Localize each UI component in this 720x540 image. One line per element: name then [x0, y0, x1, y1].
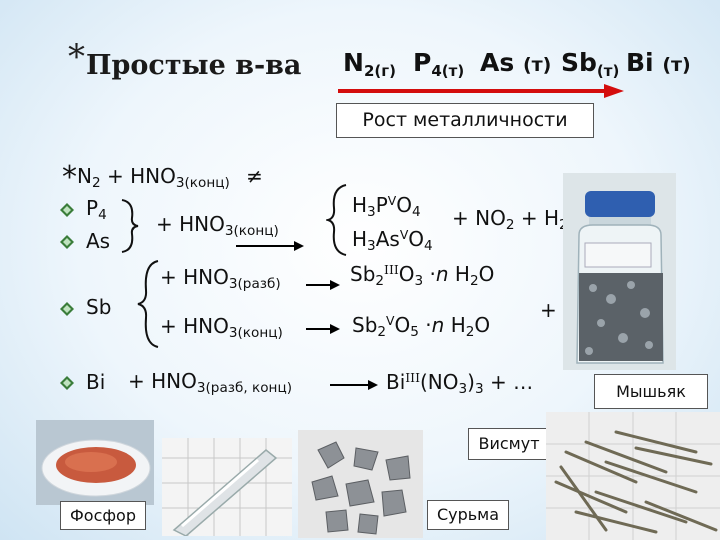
ampoule-image: [162, 438, 292, 536]
arsenic-label: Мышьяк: [594, 374, 708, 409]
needles-image: [546, 412, 720, 540]
acid-dilute: + HNO3(разб): [160, 265, 281, 293]
bullet-icon: [60, 203, 74, 217]
arrow-2: [306, 280, 340, 290]
antimony-photo: [298, 430, 423, 538]
bismuth-label: Висмут: [468, 428, 550, 460]
brace-sb: [137, 260, 159, 348]
antimony-image: [298, 430, 423, 538]
as-label: As: [86, 229, 111, 253]
arrow-1: [236, 241, 304, 251]
sb-label: Sb: [86, 295, 112, 319]
element-sb: Sb(т): [561, 48, 620, 80]
antimony-label: Сурьма: [427, 500, 509, 530]
p4-label: P4: [86, 196, 107, 224]
element-p4: P4(т): [413, 48, 465, 80]
element-n2: N2(г): [343, 48, 396, 80]
bullet-icon: [60, 235, 74, 249]
metallicity-arrow: [338, 84, 624, 98]
acid-conc-1: + HNO3(конц): [156, 212, 279, 240]
needles-photo: [546, 412, 720, 540]
page-title: Простые в-ва: [86, 50, 302, 81]
trend-label: Рост металличности: [336, 103, 594, 138]
arrow-4: [330, 380, 378, 390]
phosphorus-image: [36, 420, 154, 505]
bullet-icon: [60, 302, 74, 316]
element-as: As (т): [480, 48, 552, 77]
h3aso4: H3AsVO4: [352, 227, 433, 255]
metallicity-arrow-head: [604, 84, 624, 98]
arrow-3: [306, 324, 340, 334]
bi-label: Bi: [86, 370, 106, 394]
brace-p-as: [121, 199, 139, 253]
element-bi: Bi (т): [626, 48, 691, 77]
h3po4: H3PVO4: [352, 193, 421, 221]
bi-nitrate: BiIII(NO3)3 + …: [386, 370, 534, 398]
bullet-icon: [60, 376, 74, 390]
phosphorus-photo: [36, 420, 154, 505]
bottle-image: [563, 173, 676, 370]
title-star: *: [68, 37, 85, 77]
sb2o5-hydrate: Sb2VO5 ·n H2O: [352, 313, 491, 341]
acid-bi: + HNO3(разб, конц): [128, 369, 292, 397]
arsenic-bottle-photo: [563, 173, 676, 370]
brace-products: [326, 184, 347, 256]
sb2o3-hydrate: Sb2IIIO3 ·n H2O: [350, 262, 495, 290]
phosphorus-label: Фосфор: [60, 501, 146, 530]
n2-reaction: *N2 + HNO3(конц) ≠: [62, 160, 263, 195]
acid-conc-2: + HNO3(конц): [160, 314, 283, 342]
ampoule-photo: [162, 438, 292, 536]
